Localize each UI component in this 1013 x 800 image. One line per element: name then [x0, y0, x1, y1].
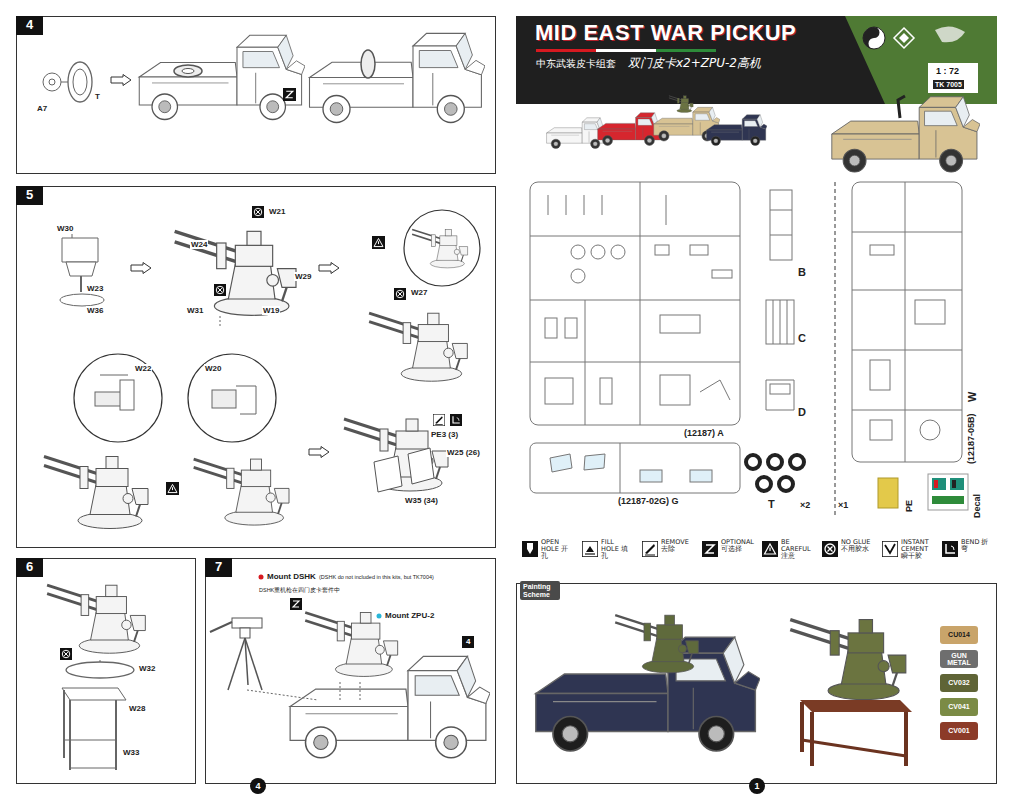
step-number: 6	[16, 558, 43, 577]
part-number: A7	[36, 104, 48, 113]
legend-text: FILL HOLE 填孔	[601, 539, 633, 560]
step-number: 4	[16, 16, 43, 35]
sprue-name: (12187-02G) G	[618, 496, 679, 507]
part-number: W36	[86, 306, 104, 315]
part-number: W30	[56, 224, 74, 233]
paint-swatch: CV001	[940, 722, 978, 740]
subtitle: 中东武装皮卡组套	[536, 58, 616, 70]
step4-art	[43, 33, 485, 122]
mount-note: Mount ZPU-2	[384, 611, 435, 620]
step-panel: 4	[16, 16, 496, 174]
part-number: W27	[410, 288, 428, 297]
page-number: 4	[250, 778, 266, 794]
quantity: ×1	[838, 500, 848, 511]
sheet-title: MID EAST WAR PICKUP	[535, 20, 796, 46]
part-number: W22	[134, 364, 152, 373]
sprue-letter: W	[966, 392, 979, 402]
part-number: PE3 (3)	[430, 430, 459, 439]
part-number: W21	[268, 207, 286, 216]
part-number: W20	[204, 364, 222, 373]
step-reference: 4	[462, 636, 474, 648]
header-art	[516, 16, 997, 172]
legend-text: OPTIONAL 可选择	[721, 539, 753, 553]
mount-note: DSHK重机枪在四门皮卡套件中	[258, 587, 341, 593]
quantity: ×2	[800, 500, 810, 511]
sprue-name: (12187) A	[684, 428, 724, 439]
paint-code: CV032	[946, 678, 971, 687]
part-number: T	[94, 92, 101, 101]
part-number: W31	[186, 306, 204, 315]
mount-note: Mount DSHK	[266, 572, 317, 581]
part-number: W28	[128, 704, 146, 713]
sprue-letter: D	[798, 406, 806, 419]
legend-text: BE CAREFUL 注意	[781, 539, 813, 560]
panel-heading: Painting Scheme	[520, 581, 560, 600]
step-panel: 6	[16, 558, 196, 784]
paint-swatch: CV041	[940, 698, 978, 716]
legend-text: INSTANT CEMENT 瞬干胶	[901, 539, 933, 560]
step7-art	[210, 575, 490, 758]
scale-text: 1 : 72	[936, 66, 959, 77]
legend-text: NO GLUE 不用胶水	[841, 539, 873, 553]
page-number: 1	[749, 778, 765, 794]
part-number: W19	[262, 306, 280, 315]
step-panel: 7	[205, 558, 496, 784]
painting-panel: Painting Scheme	[516, 583, 997, 784]
paint-code: CV041	[946, 702, 971, 711]
step6-art	[47, 585, 145, 770]
sprue-letter: T	[768, 498, 775, 511]
paint-swatch: CU014	[940, 626, 978, 644]
paint-swatch: GUN METAL	[940, 650, 978, 668]
part-number: W32	[138, 664, 156, 673]
sprue-code: (12187-05B)	[966, 413, 977, 464]
paint-swatch: CV032	[940, 674, 978, 692]
part-number: W25 (26)	[446, 448, 481, 457]
part-number: W29	[294, 272, 312, 281]
part-number: W33	[122, 748, 140, 757]
legend-text: BEND 折弯	[961, 539, 993, 553]
sprue-art	[530, 182, 968, 515]
legend-text: REMOVE 去除	[661, 539, 693, 553]
part-number: W24	[190, 240, 208, 249]
step-panel: 5	[16, 186, 496, 548]
part-name: Decal	[972, 494, 983, 518]
paint-code: GUN METAL	[940, 651, 978, 668]
product-code: TK 7005	[933, 80, 964, 89]
legend-text: OPEN HOLE 开孔	[541, 539, 573, 560]
part-number: W23	[86, 284, 104, 293]
paint-code: CV001	[946, 726, 971, 735]
subtitle: 双门皮卡x2+ZPU-2高机	[628, 56, 761, 70]
mount-note: (DSHK do not included in this kits, but …	[318, 574, 435, 580]
step-number: 7	[205, 558, 232, 577]
painting-art	[536, 615, 912, 766]
sprue-letter: C	[798, 332, 806, 345]
step5-art	[44, 206, 480, 529]
part-number: W35 (34)	[404, 496, 439, 505]
sprue-letter: B	[798, 266, 806, 279]
part-name: PE	[904, 500, 915, 512]
step-number: 5	[16, 186, 43, 205]
paint-code: CU014	[946, 630, 972, 639]
